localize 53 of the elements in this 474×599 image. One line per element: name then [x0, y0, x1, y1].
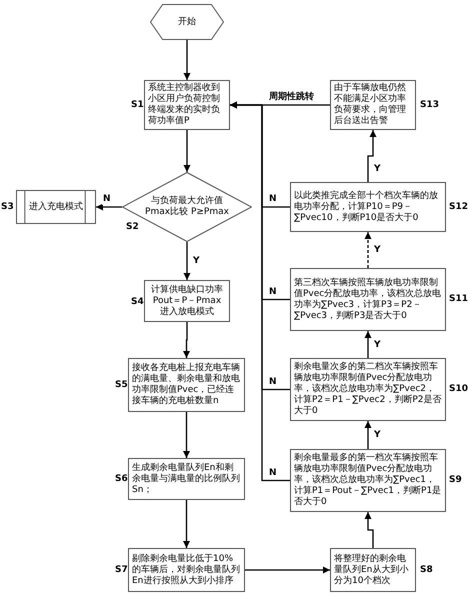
arrow [183, 500, 190, 548]
step-label: S6 [115, 474, 128, 485]
step-text: 与负荷最大允许值Pmax比较 P≥Pmax [144, 196, 230, 218]
step-text: 剩余电量最多的第一档次车辆按照车辆放电功率限制值Pvec分配放电功率，该档次总放电功率为∑Pvec1，计算P1＝Pout－∑Pvec1，判断P1是否大于0 [294, 453, 442, 508]
process-box [290, 182, 446, 232]
step-text: 计算供电缺口功率 Pout＝P－Pmax 进入放电模式 [150, 284, 224, 318]
decision-diamond [122, 172, 252, 242]
arrow [183, 412, 190, 458]
process-box [128, 548, 245, 592]
step-label: S9 [449, 475, 462, 486]
arrow [184, 40, 190, 80]
step-label: S8 [420, 565, 433, 576]
edge-label: 周期性跳转 [268, 92, 315, 103]
arrow [364, 331, 372, 358]
subroutine-box [16, 190, 96, 224]
step-label: S3 [1, 202, 14, 213]
step-label: S4 [131, 297, 144, 308]
step-label: S7 [115, 565, 128, 576]
step-text: 开始 [178, 16, 196, 28]
process-box [330, 548, 416, 592]
arrow [184, 242, 190, 280]
arrow [96, 204, 122, 210]
step-text: 生成剩余电量队列En和剩余电量与满电量的比例队列Sn； [132, 462, 241, 496]
arrow [364, 512, 374, 548]
step-label: S11 [449, 294, 468, 305]
step-text: 将整理好的剩余电量队列En从大到小分为10个档次 [334, 554, 410, 586]
arrow [183, 322, 190, 358]
step-label: S12 [449, 202, 468, 213]
process-box [330, 80, 416, 130]
arrow [364, 232, 372, 268]
step-label: S13 [420, 100, 440, 111]
arrow [230, 102, 290, 482]
arrow [367, 130, 376, 182]
step-text: 以此类推完成全部十个档次车辆的放电功率分配，计算P10＝P9－∑Pvec10，判断P10是否大于0 [294, 190, 439, 224]
arrow [364, 421, 372, 449]
step-label: S10 [449, 384, 468, 395]
step-text: 由于车辆放电仍然不能满足小区功率负荷要求，向管理后台送出告警 [334, 83, 407, 127]
step-text: 剩余电量次多的第二档次车辆按照车辆放电功率限制值Pvec分配放电功率，该档次总放电功率为∑Pvec2，计算P2＝P1－∑Pvec2，判断P2是否大于0 [294, 362, 442, 417]
edge-label: N [102, 194, 112, 205]
process-box [290, 268, 446, 331]
step-text: 剔除剩余电量比低于10%的车辆后，对剩余电量队列En进行按照从大到小排序 [132, 554, 241, 586]
arrow [184, 130, 190, 172]
arrow [245, 566, 330, 574]
start-hexagon [150, 4, 224, 40]
step-text: 第三档次车辆按照车辆放电功率限制值Pvec分配放电功率，该档次总放电功率为∑Pvec3，计算P3＝P2－∑Pvec3，判断P3是否大于0 [294, 278, 442, 322]
process-box [144, 280, 230, 322]
process-box [144, 80, 230, 130]
step-label: S2 [126, 222, 139, 233]
step-text: 进入充电模式 [29, 202, 83, 212]
step-label: S5 [115, 380, 128, 391]
step-label: S1 [131, 100, 144, 111]
step-text: 系统主控制器收到小区用户负荷控制终端发来的实时负荷功率值P [148, 83, 221, 127]
step-text: 接收各充电桩上报充电车辆的满电量、剩余电量和放电功率限制值Pvec，已经连接车辆的充电桩数量n [132, 363, 241, 407]
